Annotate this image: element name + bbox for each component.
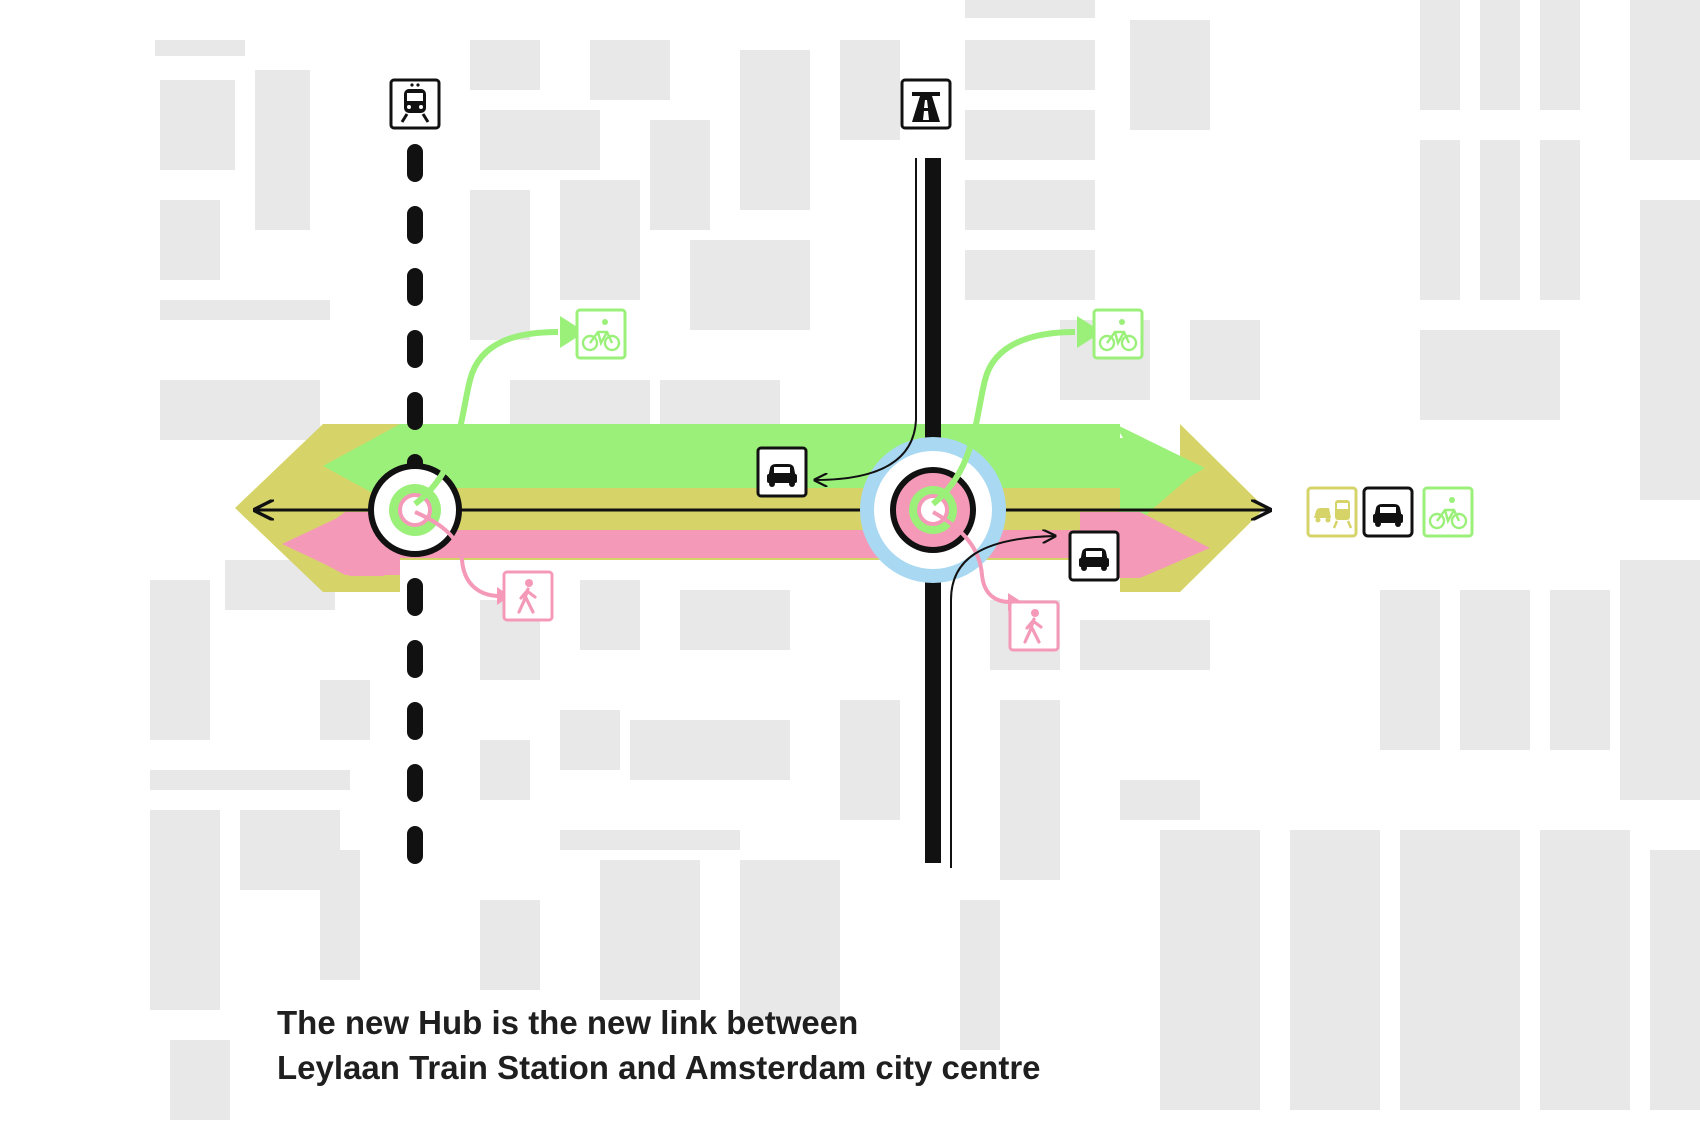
- motorway-icon: [900, 78, 952, 130]
- train-icon: [389, 78, 441, 130]
- flow-curves: [413, 316, 1102, 611]
- background-map: [150, 0, 1700, 1120]
- train-station-hub[interactable]: [368, 463, 462, 557]
- caption-line-1: The new Hub is the new link between: [277, 1004, 859, 1041]
- cycling-flow-right-head: [1077, 316, 1102, 348]
- walking-flow-right: [932, 510, 1011, 604]
- cycling-band-head: [1115, 424, 1205, 520]
- pedestrian-icon: [1008, 600, 1060, 652]
- walking-band: [295, 512, 1210, 578]
- pedestrian-icon: [502, 570, 554, 622]
- cycling-flow-right: [931, 329, 1076, 507]
- car-icon: [1362, 486, 1414, 538]
- bicycle-icon: [1422, 486, 1474, 538]
- car-icon: [756, 446, 808, 498]
- cycling-flow-left-head: [560, 316, 585, 348]
- walking-band-tail: [282, 512, 385, 576]
- caption-line-2: Leylaan Train Station and Amsterdam city…: [277, 1049, 1041, 1086]
- walking-flow-left: [414, 510, 501, 598]
- car-flow-out: [950, 536, 1055, 601]
- car-flow-in: [815, 419, 917, 480]
- bicycle-icon: [1092, 308, 1144, 360]
- diagram-caption: The new Hub is the new link between Leyl…: [277, 1000, 1041, 1090]
- bicycle-icon: [575, 308, 627, 360]
- city-centre-hub[interactable]: [860, 437, 1006, 583]
- public-transport-icon: [1306, 486, 1358, 538]
- cycling-flow-left: [413, 329, 559, 507]
- car-icon: [1068, 530, 1120, 582]
